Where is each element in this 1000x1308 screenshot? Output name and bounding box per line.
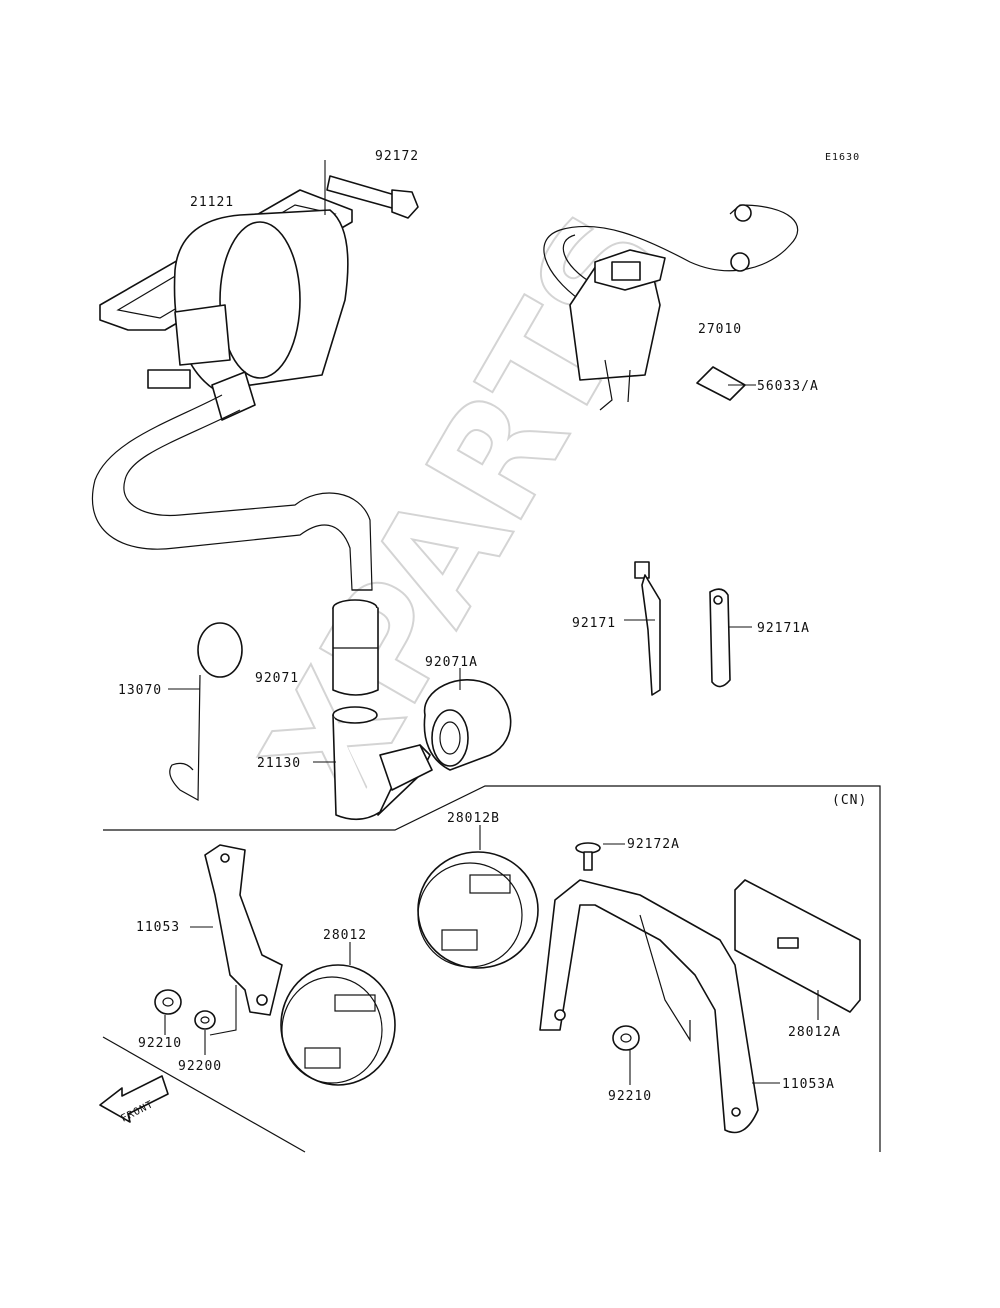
bracket-11053a[interactable] (539, 879, 780, 1134)
label-21121[interactable]: 21121 (190, 195, 234, 210)
label-21130[interactable]: 21130 (257, 756, 301, 771)
boot-92071a[interactable] (423, 668, 512, 771)
screw-92172a[interactable] (575, 842, 625, 871)
clip-13070[interactable] (168, 622, 243, 802)
reflector-28012b[interactable] (417, 825, 539, 969)
region-label: (CN) (832, 793, 867, 808)
label-92172[interactable]: 92172 (375, 149, 419, 164)
label-92171a[interactable]: 92171A (757, 621, 810, 636)
cap-92071[interactable] (332, 599, 379, 696)
nut-92210-right[interactable] (612, 1025, 640, 1085)
diagram-code: E1630 (825, 152, 860, 163)
label-92171[interactable]: 92171 (572, 616, 616, 631)
nut-92210-left[interactable] (154, 989, 182, 1035)
decal-56033a[interactable] (696, 366, 756, 401)
label-92210-left[interactable]: 92210 (138, 1036, 182, 1051)
section-frame (102, 785, 881, 1153)
label-28012b[interactable]: 28012B (447, 811, 500, 826)
label-92210-right[interactable]: 92210 (608, 1089, 652, 1104)
label-92071[interactable]: 92071 (255, 671, 299, 686)
cable-tie-92171a[interactable] (709, 588, 752, 688)
front-arrow: FRONT (99, 1075, 169, 1125)
washer-92200[interactable] (194, 1010, 216, 1055)
ignition-coil[interactable] (91, 189, 373, 591)
bracket-11053[interactable] (190, 844, 283, 1036)
label-28012[interactable]: 28012 (323, 928, 367, 943)
label-13070[interactable]: 13070 (118, 683, 162, 698)
label-28012a[interactable]: 28012A (788, 1025, 841, 1040)
plug-cap-21130[interactable] (313, 706, 433, 821)
label-56033a[interactable]: 56033/A (757, 379, 819, 394)
label-92200[interactable]: 92200 (178, 1059, 222, 1074)
reflector-28012a[interactable] (734, 879, 861, 1020)
bolt-92172[interactable] (324, 160, 419, 219)
cable-tie-92171[interactable] (624, 561, 661, 696)
kill-switch[interactable] (543, 204, 799, 411)
label-11053a[interactable]: 11053A (782, 1077, 835, 1092)
part-labels: 92172 21121 27010 56033/A 92171 92171A 1… (118, 149, 841, 1104)
label-11053[interactable]: 11053 (136, 920, 180, 935)
reflector-28012[interactable] (280, 942, 396, 1086)
label-92071a[interactable]: 92071A (425, 655, 478, 670)
label-27010[interactable]: 27010 (698, 322, 742, 337)
label-92172a[interactable]: 92172A (627, 837, 680, 852)
